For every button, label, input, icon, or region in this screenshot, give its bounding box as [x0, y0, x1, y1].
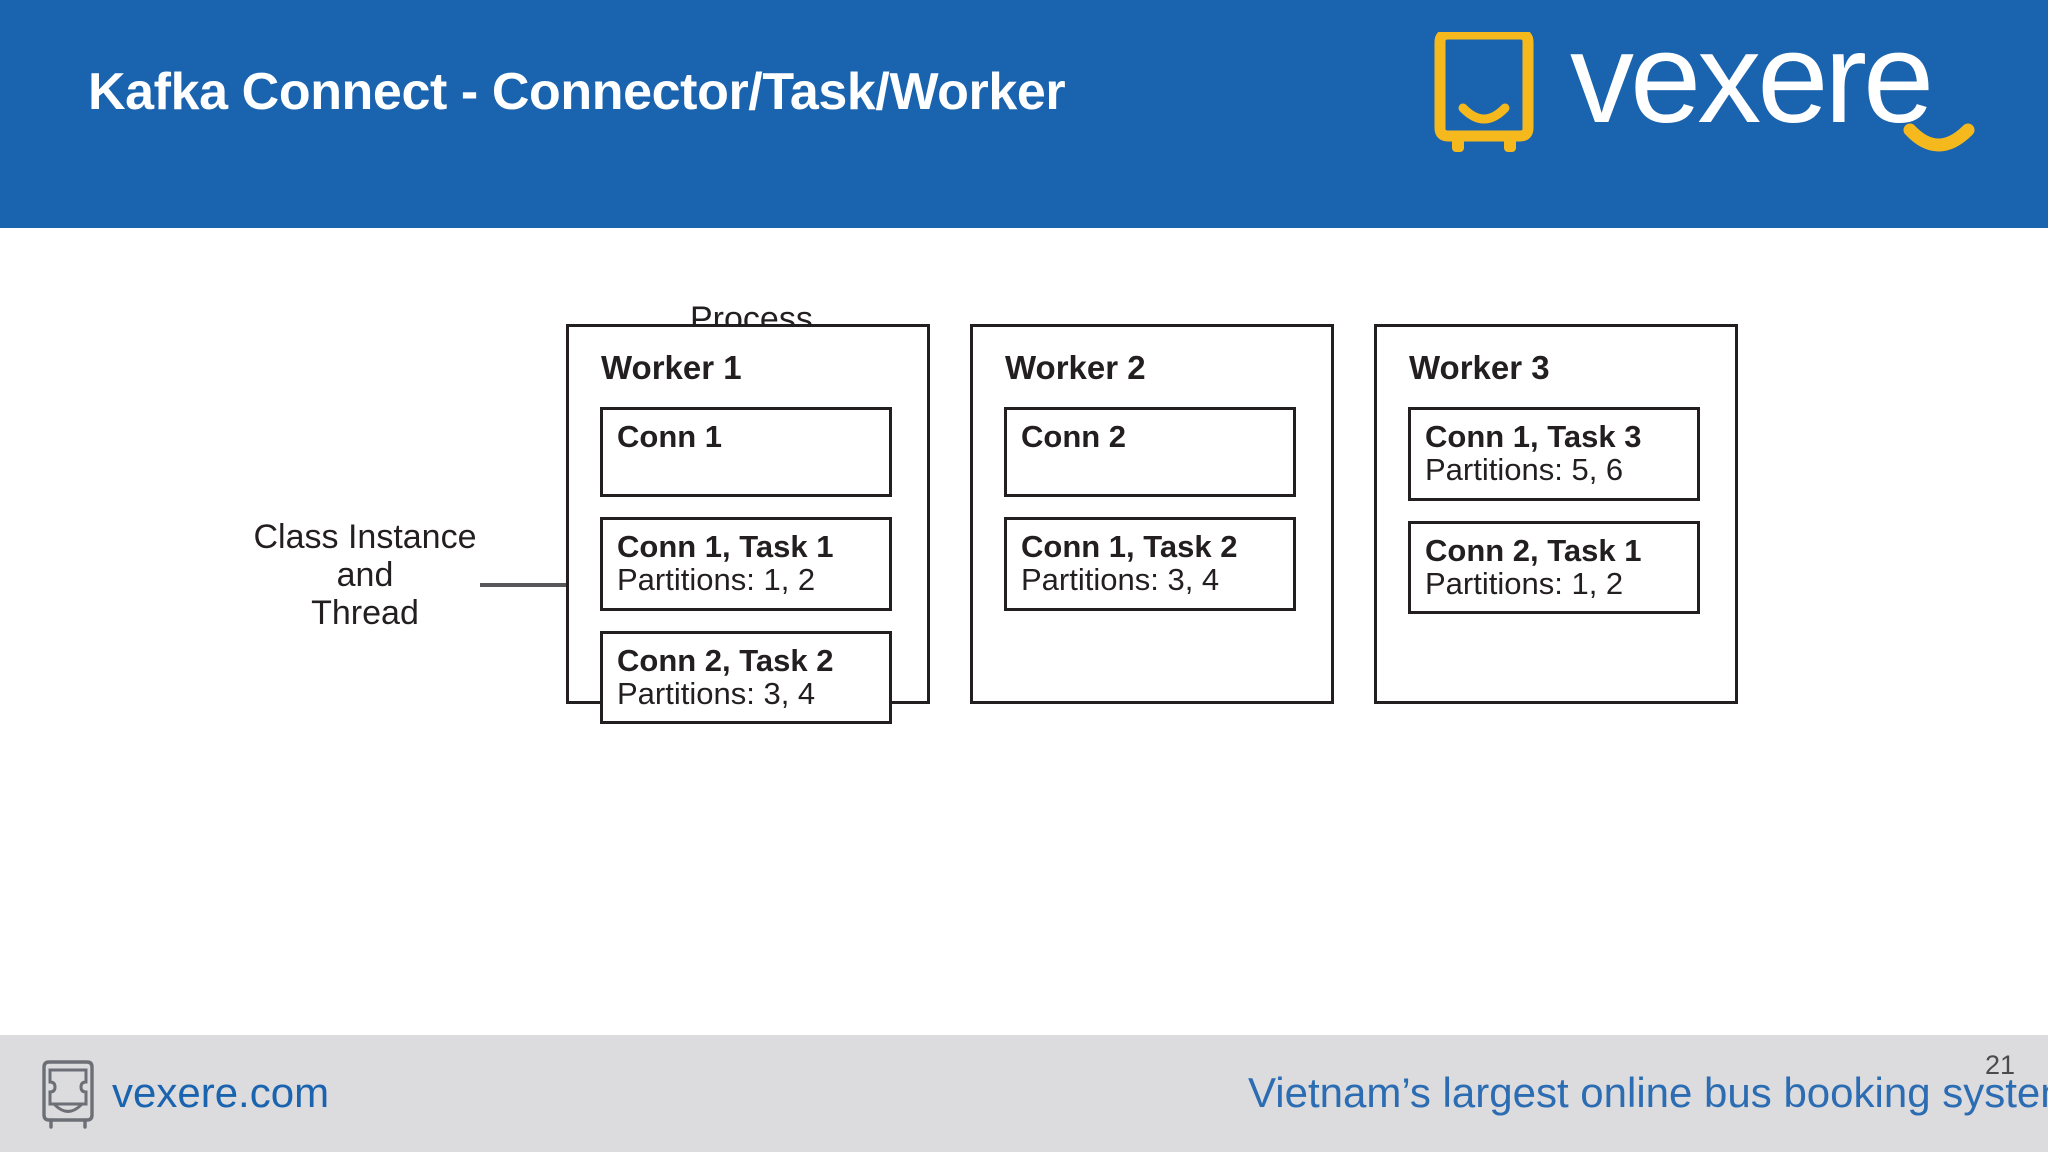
- class-instance-line-2: and: [336, 556, 394, 595]
- worker-title: Worker 2: [1005, 349, 1146, 386]
- task-label: Conn 1, Task 3: [1425, 419, 1642, 454]
- class-instance-label: Class Instance and Thread: [250, 518, 480, 632]
- task-box[interactable]: Conn 2, Task 2 Partitions: 3, 4: [600, 630, 892, 725]
- worker-box-3[interactable]: Worker 3 Conn 1, Task 3 Partitions: 5, 6…: [1374, 324, 1738, 704]
- vexere-logo: vexere: [1430, 18, 2010, 154]
- connector-label: Conn 2: [1021, 419, 1127, 454]
- slide-header: Kafka Connect - Connector/Task/Worker ve…: [0, 0, 2048, 228]
- worker-box-2[interactable]: Worker 2 Conn 2 Conn 1, Task 2 Partition…: [970, 324, 1334, 704]
- page-number: 21: [1985, 1050, 2016, 1080]
- task-box[interactable]: Conn 2, Task 1 Partitions: 1, 2: [1408, 520, 1700, 615]
- slide-content: Process Class Instance and Thread Worker…: [0, 228, 2048, 1035]
- worker-box-1[interactable]: Worker 1 Conn 1 Conn 1, Task 1 Partition…: [566, 324, 930, 725]
- task-label: Conn 1, Task 1: [617, 529, 834, 564]
- svg-text:vexere: vexere: [1570, 18, 1930, 150]
- class-instance-line-3: Thread: [311, 594, 419, 633]
- worker-inner-list: Conn 2 Conn 1, Task 2 Partitions: 3, 4: [1004, 407, 1296, 631]
- task-label: Conn 2, Task 1: [1425, 532, 1642, 568]
- task-partitions: Partitions: 3, 4: [1021, 562, 1220, 598]
- worker-inner-list: Conn 1, Task 3 Partitions: 5, 6 Conn 2, …: [1408, 407, 1700, 634]
- task-label: Conn 1, Task 2: [1021, 529, 1238, 564]
- class-instance-line-1: Class Instance: [253, 518, 477, 556]
- vexere-wordmark: vexere: [1570, 18, 1975, 152]
- worker-title: Worker 3: [1409, 349, 1550, 386]
- task-label: Conn 2, Task 2: [617, 642, 834, 678]
- slide-footer: vexere.com Vietnam’s largest online bus …: [0, 1035, 2048, 1152]
- connector-box[interactable]: Conn 1: [600, 407, 892, 497]
- task-partitions: Partitions: 5, 6: [1425, 452, 1624, 488]
- worker-title: Worker 1: [601, 349, 742, 386]
- worker-inner-list: Conn 1 Conn 1, Task 1 Partitions: 1, 2 C…: [600, 407, 892, 744]
- footer-tagline: Vietnam’s largest online bus booking sys…: [1248, 1069, 2048, 1116]
- task-box[interactable]: Conn 1, Task 3 Partitions: 5, 6: [1408, 407, 1700, 501]
- footer-site-link[interactable]: vexere.com: [112, 1069, 330, 1116]
- task-box[interactable]: Conn 1, Task 1 Partitions: 1, 2: [600, 517, 892, 611]
- connector-label: Conn 1: [617, 419, 723, 454]
- bus-icon: [1434, 32, 1534, 152]
- task-partitions: Partitions: 3, 4: [617, 676, 816, 712]
- task-box[interactable]: Conn 1, Task 2 Partitions: 3, 4: [1004, 517, 1296, 611]
- task-partitions: Partitions: 1, 2: [1425, 566, 1624, 602]
- task-partitions: Partitions: 1, 2: [617, 562, 816, 598]
- bus-outline-icon: [42, 1060, 94, 1129]
- page-title: Kafka Connect - Connector/Task/Worker: [88, 63, 1066, 121]
- connector-box[interactable]: Conn 2: [1004, 407, 1296, 497]
